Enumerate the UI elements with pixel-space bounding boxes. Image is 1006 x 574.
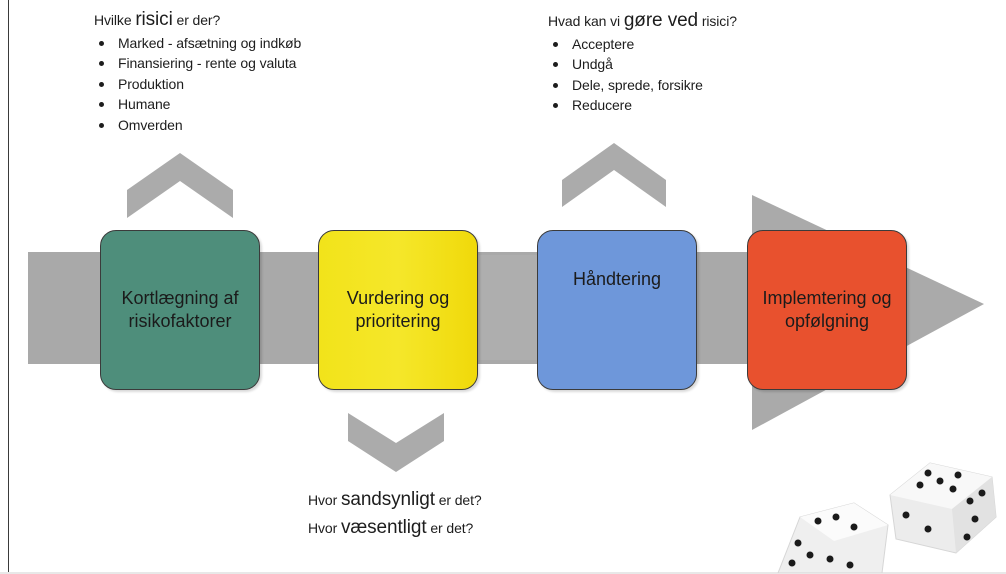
risks-heading-emphasis: risici <box>135 9 173 30</box>
risks-heading-pre: Hvilke <box>94 12 136 28</box>
assessment-line1-emphasis: sandsynligt <box>340 489 435 510</box>
assessment-line1-post: er det? <box>434 492 482 508</box>
step-box-implementering: Implemtering og opfølgning <box>747 230 907 390</box>
down-chevron-assessment-icon <box>348 413 444 472</box>
die-right <box>889 462 997 554</box>
actions-list: Acceptere Undgå Dele, sprede, forsikre R… <box>548 34 737 116</box>
step-box-haandtering: Håndtering <box>537 230 697 390</box>
step-box-kortlaegning: Kortlægning af risikofaktorer <box>100 230 260 390</box>
left-border-line <box>8 0 9 574</box>
step-label-implementering: Implemtering og opfølgning <box>762 288 892 331</box>
list-item: Produktion <box>94 74 301 95</box>
step-label-vurdering: Vurdering og prioritering <box>346 288 450 331</box>
risks-heading: Hvilke risici er der? <box>94 9 301 31</box>
risks-heading-post: er der? <box>172 12 221 28</box>
step-box-vurdering: Vurdering og prioritering <box>318 230 478 390</box>
dice-icon <box>777 462 997 573</box>
die-left <box>777 502 889 573</box>
list-item: Omverden <box>94 115 301 136</box>
assessment-question-block: Hvor sandsynligt er det? Hvor væsentligt… <box>308 486 482 542</box>
list-item: Reducere <box>548 95 737 116</box>
step-label-haandtering: Håndtering <box>572 268 662 289</box>
assessment-line-probability: Hvor sandsynligt er det? <box>308 486 482 514</box>
up-chevron-risks-icon <box>127 153 233 218</box>
actions-question-block: Hvad kan vi gøre ved risici? Acceptere U… <box>548 10 737 116</box>
actions-heading-pre: Hvad kan vi <box>548 13 624 29</box>
bottom-border-line <box>0 572 1006 574</box>
risks-list: Marked - afsætning og indkøb Finansierin… <box>94 33 301 136</box>
assessment-line2-post: er det? <box>426 520 474 536</box>
actions-heading: Hvad kan vi gøre ved risici? <box>548 10 737 32</box>
assessment-line-significance: Hvor væsentligt er det? <box>308 514 482 542</box>
assessment-line2-pre: Hvor <box>308 520 341 536</box>
up-chevron-actions-icon <box>562 143 666 207</box>
list-item: Marked - afsætning og indkøb <box>94 33 301 54</box>
list-item: Undgå <box>548 54 737 75</box>
step-label-kortlaegning: Kortlægning af risikofaktorer <box>121 288 239 331</box>
assessment-line1-pre: Hvor <box>308 492 341 508</box>
list-item: Humane <box>94 94 301 115</box>
risks-question-block: Hvilke risici er der? Marked - afsætning… <box>94 9 301 136</box>
list-item: Dele, sprede, forsikre <box>548 75 737 96</box>
list-item: Finansiering - rente og valuta <box>94 53 301 74</box>
assessment-line2-emphasis: væsentligt <box>340 517 427 538</box>
actions-heading-post: risici? <box>698 13 737 29</box>
list-item: Acceptere <box>548 34 737 55</box>
actions-heading-emphasis: gøre ved <box>623 10 699 31</box>
